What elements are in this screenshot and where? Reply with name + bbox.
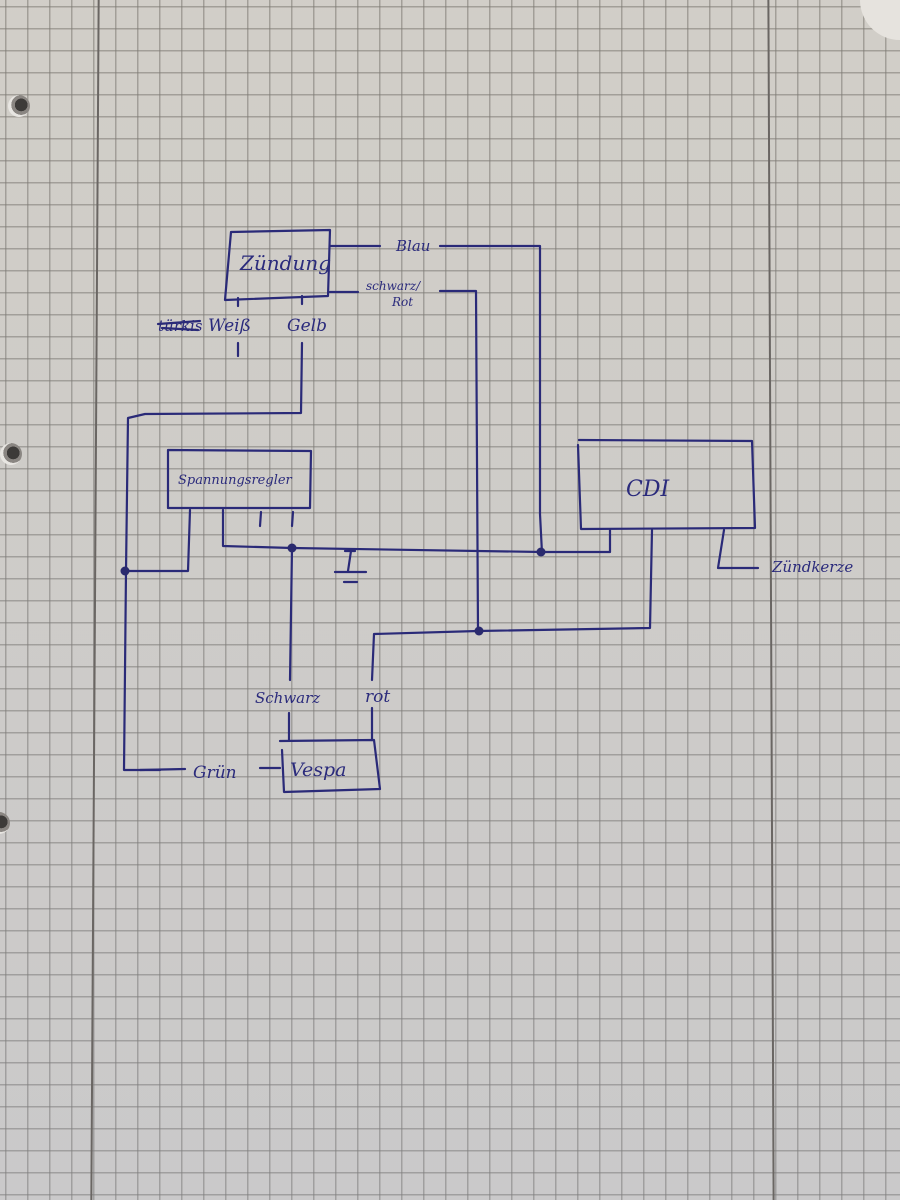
wire-zuendkerze [716,528,760,570]
spannungsregler-pin-4 [290,510,295,528]
cdi-component: CDI [576,438,757,531]
zuendung-label: Zündung [239,251,331,275]
cdi-box [576,438,757,531]
spannungsregler-component: Spannungsregler [124,448,313,573]
spannungsregler-pin-1 [124,508,192,573]
zuendung-component: Zündung [223,228,332,308]
wire-label-weiss: Weiß [208,316,251,336]
wire-label-gelb: Gelb [287,316,327,336]
junction-dot [120,566,130,576]
crossed-out-label: türkis [158,317,203,335]
spannungsregler-pin-2 [221,508,294,550]
cdi-label: CDI [626,477,670,502]
wire-label-schwarz-rot-1: schwarz/ [366,279,422,293]
punch-hole [0,443,22,465]
wire-schwarz [288,546,294,682]
wire-label-schwarz-rot-2: Rot [391,295,413,309]
wire-gelb [122,341,304,772]
vespa-label: Vespa [290,759,346,781]
wire-blau [328,244,544,555]
wire-schwarz-rot [328,289,480,633]
punch-hole [8,95,30,117]
wire-label-blau: Blau [395,237,430,255]
wire-label-schwarz: Schwarz [255,689,320,707]
vespa-component: Vespa [278,738,382,794]
zuendkerze-label: Zündkerze [771,558,853,576]
spannungsregler-pin-3 [258,510,263,528]
punch-hole [0,812,10,834]
junction-dot [474,626,484,636]
wire-gruen-left [138,767,187,772]
vespa-box [278,738,382,794]
spannungsregler-label: Spannungsregler [178,473,293,488]
zuendung-box [223,228,332,302]
ground-symbol [333,549,368,584]
junction-dot [287,543,297,553]
ground-bus [290,528,612,554]
junction-dot [536,547,546,557]
spannungsregler-box [166,448,313,510]
wire-label-gruen: Grün [193,763,237,783]
strike-through [156,319,202,332]
wire-label-rot: rot [365,687,390,707]
